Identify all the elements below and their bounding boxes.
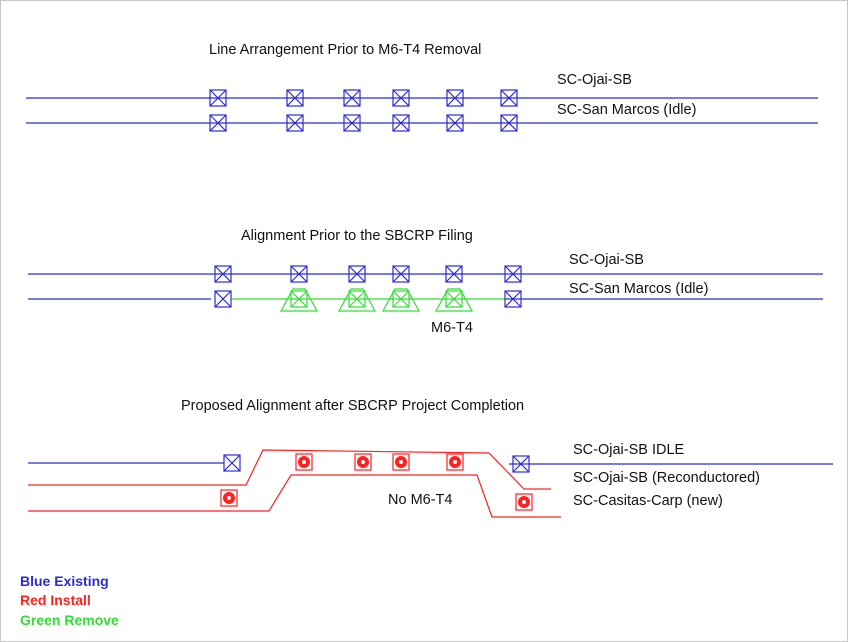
section1-title: Line Arrangement Prior to M6-T4 Removal xyxy=(209,42,481,58)
s2-removed-tower-1 xyxy=(279,288,319,312)
s3-line-casitas-carp xyxy=(28,474,561,518)
legend-install: Red Install xyxy=(20,592,91,608)
s2-removed-tower-m6-t4 xyxy=(434,288,474,312)
s1-label-san-marcos: SC-San Marcos (Idle) xyxy=(557,102,696,118)
s1-structures xyxy=(209,89,518,132)
s3-new-structure-2 xyxy=(354,453,372,471)
s3-line-reconductored xyxy=(28,449,551,490)
s3-note-no-m6-t4: No M6-T4 xyxy=(388,492,452,508)
s2-label-m6-t4: M6-T4 xyxy=(431,320,473,336)
s3-new-structure-1 xyxy=(295,453,313,471)
s3-label-ojai-sb-idle: SC-Ojai-SB IDLE xyxy=(573,442,685,458)
s2-removed-tower-3 xyxy=(381,288,421,312)
legend-existing: Blue Existing xyxy=(20,573,109,589)
s3-new-structure-3 xyxy=(392,453,410,471)
s1-label-ojai-sb: SC-Ojai-SB xyxy=(557,72,632,88)
s3-new-structures xyxy=(220,453,533,511)
s2-label-san-marcos: SC-San Marcos (Idle) xyxy=(569,281,708,297)
s3-label-casitas-carp: SC-Casitas-Carp (new) xyxy=(573,493,723,509)
legend-remove: Green Remove xyxy=(20,612,119,628)
s2-removed-tower-2 xyxy=(337,288,377,312)
s3-new-structure-4 xyxy=(446,453,464,471)
s3-new-structure-5 xyxy=(220,489,238,507)
legend: Blue Existing Red Install Green Remove xyxy=(20,573,119,628)
s2-label-ojai-sb: SC-Ojai-SB xyxy=(569,252,644,268)
s3-label-ojai-sb-reconductored: SC-Ojai-SB (Reconductored) xyxy=(573,470,760,486)
s3-structure-idle-1 xyxy=(223,454,241,472)
s2-structures xyxy=(214,265,522,308)
s2-removed-towers xyxy=(279,288,474,312)
s3-new-structure-6 xyxy=(515,493,533,511)
section3-title: Proposed Alignment after SBCRP Project C… xyxy=(181,398,524,414)
section2-title: Alignment Prior to the SBCRP Filing xyxy=(241,228,473,244)
s2-structure-bottom-1 xyxy=(214,290,232,308)
